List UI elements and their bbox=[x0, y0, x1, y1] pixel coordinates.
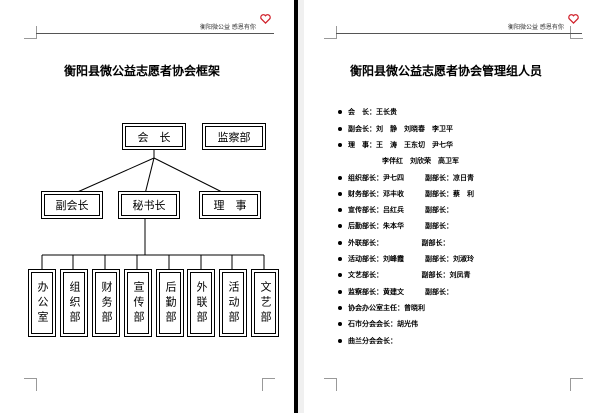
bullet-icon bbox=[338, 110, 342, 114]
vice-president-box: 副会长 bbox=[44, 194, 100, 216]
header-text: 衡阳微公益 感恩有你 bbox=[200, 24, 256, 31]
roster-row: 组织部长：尹七四 副部长：凉日青 bbox=[348, 174, 474, 182]
right-page: 衡阳微公益 感恩有你 衡阳县微公益志愿者协会管理组人员 会 长：王长贵 副会长：… bbox=[304, 0, 602, 413]
roster-row: 李伴红 刘欣荣 高卫军 bbox=[382, 157, 459, 165]
bullet-icon bbox=[338, 322, 342, 326]
dept-external: 外联部 bbox=[190, 272, 212, 334]
header-rule bbox=[36, 33, 274, 34]
header-text: 衡阳微公益 感恩有你 bbox=[508, 24, 564, 31]
dept-organization: 组织部 bbox=[63, 272, 85, 334]
bullet-icon bbox=[338, 176, 342, 180]
roster-row: 副会长：刘 静 刘晓春 李卫平 bbox=[348, 125, 453, 133]
dept-activity: 活动部 bbox=[222, 272, 244, 334]
crop-mark bbox=[24, 378, 37, 391]
bullet-icon bbox=[338, 290, 342, 294]
roster-row: 理 事：王 涛 王东切 尹七华 bbox=[348, 141, 453, 149]
roster-row: 会 长：王长贵 bbox=[348, 108, 397, 116]
header-rule bbox=[336, 33, 582, 34]
bullet-icon bbox=[338, 208, 342, 212]
bullet-icon bbox=[338, 273, 342, 277]
roster-row: 财务部长：邓丰收 副部长：蔡 利 bbox=[348, 190, 474, 198]
page-title: 衡阳县微公益志愿者协会框架 bbox=[64, 64, 221, 78]
roster-row: 活动部长：刘峰霞 副部长：刘淑玲 bbox=[348, 255, 474, 263]
bullet-icon bbox=[338, 143, 342, 147]
dept-office: 办公室 bbox=[31, 272, 53, 334]
bullet-icon bbox=[338, 339, 342, 343]
crop-mark bbox=[570, 378, 583, 391]
heart-logo-icon bbox=[260, 14, 271, 24]
roster-row: 曲兰分会会长： bbox=[348, 337, 397, 345]
president-box: 会 长 bbox=[125, 126, 183, 147]
dept-arts: 文艺部 bbox=[254, 272, 276, 334]
bullet-icon bbox=[338, 224, 342, 228]
dept-logistics: 后勤部 bbox=[159, 272, 181, 334]
crop-mark bbox=[262, 378, 275, 391]
left-page: 衡阳微公益 感恩有你 衡阳县微公益志愿者协会框架 会 长 监察部 副会长 秘书长… bbox=[0, 0, 294, 413]
bullet-icon bbox=[338, 192, 342, 196]
crop-mark bbox=[570, 26, 583, 39]
crop-mark bbox=[324, 378, 337, 391]
staff-roster: 会 长：王长贵 副会长：刘 静 刘晓春 李卫平 理 事：王 涛 王东切 尹七华 … bbox=[336, 106, 576, 356]
dept-finance: 财务部 bbox=[95, 272, 117, 334]
roster-row: 协会办公室主任：曾晓利 bbox=[348, 304, 425, 312]
roster-row: 外联部长： 副部长： bbox=[348, 239, 450, 247]
bullet-icon bbox=[338, 306, 342, 310]
roster-row: 监察部长：黄建文 副部长： bbox=[348, 288, 453, 296]
secretary-general-box: 秘书长 bbox=[121, 194, 177, 216]
dept-publicity: 宣传部 bbox=[127, 272, 149, 334]
bullet-icon bbox=[338, 241, 342, 245]
roster-row: 宣传部长：吕红兵 副部长： bbox=[348, 206, 453, 214]
org-connectors bbox=[41, 147, 265, 272]
bullet-icon bbox=[338, 257, 342, 261]
roster-row: 后勤部长：朱本华 副部长： bbox=[348, 222, 453, 230]
roster-row: 石市分会会长：胡光伟 bbox=[348, 320, 418, 328]
bullet-icon bbox=[338, 127, 342, 131]
page-gap bbox=[298, 0, 304, 413]
supervision-box: 监察部 bbox=[205, 126, 263, 147]
heart-logo-icon bbox=[568, 14, 579, 24]
roster-row: 文艺部长： 副部长：刘凤青 bbox=[348, 271, 471, 279]
crop-mark bbox=[24, 26, 37, 39]
page-divider bbox=[294, 0, 298, 413]
page-title: 衡阳县微公益志愿者协会管理组人员 bbox=[350, 64, 543, 78]
crop-mark bbox=[324, 26, 337, 39]
director-box: 理 事 bbox=[202, 194, 258, 216]
